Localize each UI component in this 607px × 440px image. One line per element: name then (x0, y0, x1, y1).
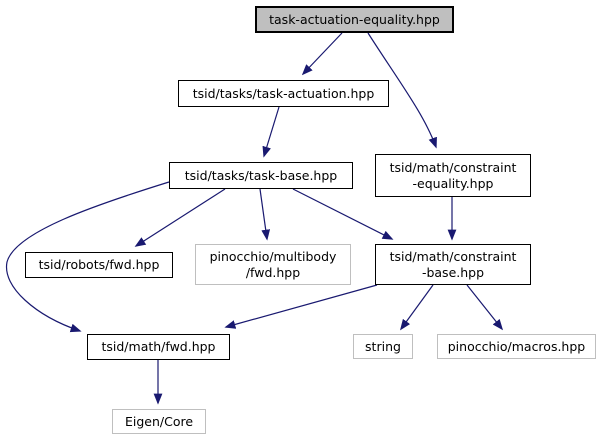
edge-task-actuation-equality-to-constraint-equality (367, 32, 437, 149)
node-task-actuation-equality: task-actuation-equality.hpp (255, 6, 454, 33)
edge-task-actuation-equality-to-task-actuation (301, 32, 343, 76)
edge-task-base-to-math-fwd (5, 181, 170, 333)
node-pinocchio-macros: pinocchio/macros.hpp (437, 334, 596, 359)
node-pinocchio-multibody-fwd: pinocchio/multibody /fwd.hpp (195, 244, 351, 285)
edge-task-base-to-constraint-base (292, 188, 394, 240)
edge-constraint-base-to-math-fwd (224, 284, 378, 329)
node-task-actuation[interactable]: tsid/tasks/task-actuation.hpp (178, 80, 389, 107)
node-robots-fwd[interactable]: tsid/robots/fwd.hpp (25, 252, 173, 278)
node-constraint-equality[interactable]: tsid/math/constraint -equality.hpp (375, 154, 531, 197)
node-eigen-core: Eigen/Core (112, 409, 206, 434)
node-task-base[interactable]: tsid/tasks/task-base.hpp (169, 162, 353, 189)
edge-task-base-to-pinocchio-multibody-fwd (259, 188, 271, 241)
edge-constraint-base-to-string (400, 284, 434, 331)
edge-task-base-to-robots-fwd (134, 188, 226, 247)
edge-task-actuation-to-task-base (262, 106, 280, 158)
edge-constraint-base-to-pinocchio-macros (466, 284, 504, 331)
node-constraint-base[interactable]: tsid/math/constraint -base.hpp (375, 244, 531, 285)
node-math-fwd[interactable]: tsid/math/fwd.hpp (87, 334, 230, 360)
node-string: string (353, 334, 413, 359)
